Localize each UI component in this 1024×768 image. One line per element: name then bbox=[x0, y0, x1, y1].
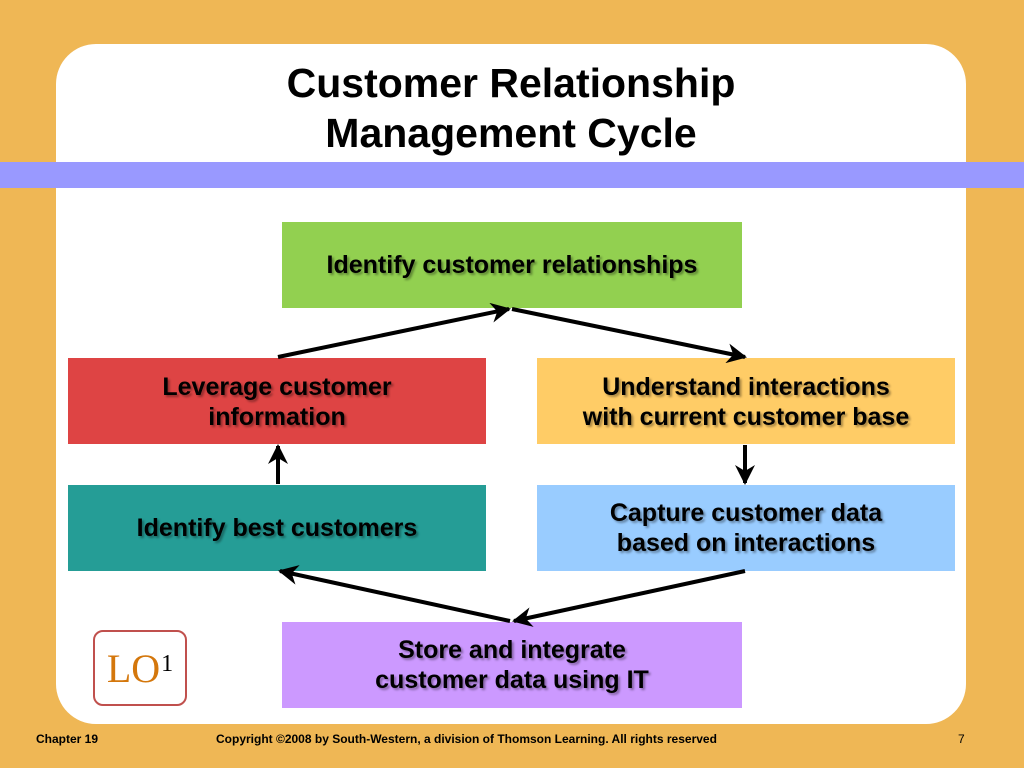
step-label-line-1: Capture customer data bbox=[609, 499, 883, 527]
footer-page-number: 7 bbox=[958, 732, 965, 746]
step-identify-best: Identify best customers bbox=[68, 485, 486, 571]
step-label: Identify best customers bbox=[136, 514, 418, 542]
step-capture-data: Capture customer data based on interacti… bbox=[537, 485, 955, 571]
step-label-line-2: customer data using IT bbox=[375, 666, 649, 694]
step-store-integrate: Store and integrate customer data using … bbox=[282, 622, 742, 708]
title-line-1: Customer Relationship bbox=[286, 60, 736, 106]
badge-superscript: 1 bbox=[161, 650, 174, 677]
step-understand-interactions: Understand interactions with current cus… bbox=[537, 358, 955, 444]
step-label-line-2: information bbox=[208, 403, 346, 431]
step-label-line-1: Leverage customer bbox=[162, 373, 392, 401]
step-identify-relationships: Identify customer relationships bbox=[282, 222, 742, 308]
step-label-line-2: based on interactions bbox=[616, 529, 876, 557]
footer-copyright: Copyright ©2008 by South-Western, a divi… bbox=[216, 732, 717, 746]
title-line-2: Management Cycle bbox=[325, 110, 697, 156]
step-label-line-1: Understand interactions bbox=[602, 373, 890, 401]
step-leverage-info: Leverage customer information bbox=[68, 358, 486, 444]
accent-band bbox=[0, 162, 1024, 188]
slide-title: Customer Relationship Management Cycle bbox=[56, 58, 966, 158]
footer-chapter: Chapter 19 bbox=[36, 732, 99, 746]
step-label-line-1: Store and integrate bbox=[398, 636, 626, 664]
badge-text: LO bbox=[106, 645, 161, 691]
step-label-line-2: with current customer base bbox=[582, 403, 910, 431]
step-label: Identify customer relationships bbox=[326, 251, 698, 279]
